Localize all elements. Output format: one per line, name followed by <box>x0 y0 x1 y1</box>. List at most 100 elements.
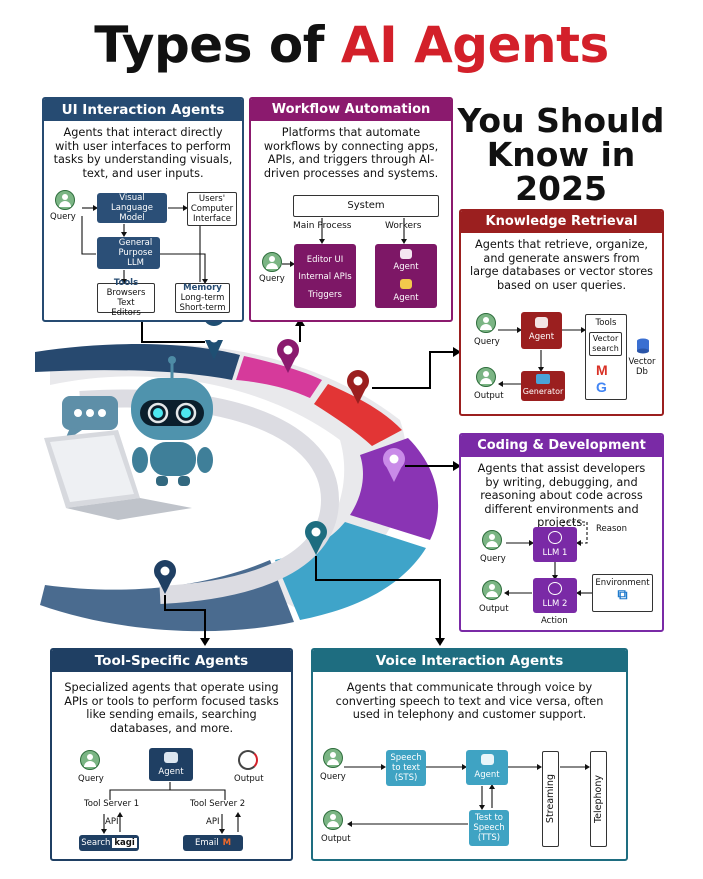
voice-output-user-icon <box>323 810 343 830</box>
coding-agents-desc: Agents that assist developers by writing… <box>477 462 646 529</box>
title-part-1: Types of <box>94 16 324 74</box>
arc-segment-knowledge <box>314 384 402 446</box>
coding-environment-label: Environment <box>595 578 650 588</box>
knowledge-agents-heading: Knowledge Retrieval Agents <box>461 211 662 251</box>
tool-server2-label: Tool Server 2 <box>190 799 246 809</box>
email-logo-icon: M <box>222 838 232 848</box>
tool-api1-label: API <box>105 817 119 827</box>
tool-email-label: Email <box>194 838 219 848</box>
ui-memory-items: Long-term Short-term <box>179 293 226 313</box>
coding-llm2-box: LLM 2 <box>533 578 577 613</box>
knowledge-query-user-icon <box>476 313 496 333</box>
knowledge-output-user-icon <box>476 367 496 387</box>
tool-output-label: Output <box>234 774 264 784</box>
tool-agents-desc: Specialized agents that operate using AP… <box>64 681 279 735</box>
knowledge-agent-box: Agent <box>521 312 562 349</box>
voice-tts-box: Test to Speech (TTS) <box>469 810 509 846</box>
voice-query-label: Query <box>320 772 346 782</box>
voice-agents-desc: Agents that communicate through voice by… <box>335 681 604 721</box>
coding-query-label: Query <box>480 554 506 564</box>
ui-memory-title: Memory <box>183 283 222 293</box>
coding-llm2-label: LLM 2 <box>542 599 568 609</box>
coding-environment-box: Environment ⧉ <box>592 574 653 612</box>
tool-agent-robot-icon <box>164 752 178 763</box>
gmail-icon: M <box>596 362 608 378</box>
coding-action-label: Action <box>541 616 568 626</box>
pin-knowledge-icon <box>347 370 369 404</box>
workflow-agent2-robot-icon <box>400 279 412 289</box>
knowledge-vector-search-box: Vector search <box>589 332 622 356</box>
coding-output-user-icon <box>482 580 502 600</box>
knowledge-query-label: Query <box>474 337 500 347</box>
ui-tools-box: Tools Browsers Text Editors <box>97 278 155 318</box>
page-title: Types of AI Agents <box>0 16 703 74</box>
knowledge-output-label: Output <box>474 391 504 401</box>
pin-workflow-icon <box>277 339 299 373</box>
coding-reason-label: Reason <box>596 524 627 534</box>
workflow-main-process-box: Editor UI Internal APIs Triggers <box>294 244 356 308</box>
ui-tools-title: Tools <box>113 278 139 288</box>
arc-segment-voice <box>275 522 426 620</box>
voice-streaming-label: Streaming <box>544 774 556 824</box>
arc-segment-workflow <box>236 356 322 398</box>
knowledge-agent-label: Agent <box>528 332 555 342</box>
pin-coding-icon <box>383 448 405 482</box>
tool-output-icon <box>238 750 258 770</box>
google-icon: G <box>596 379 607 395</box>
workflow-query-label: Query <box>259 274 285 284</box>
workflow-agent1: Agent <box>393 262 419 272</box>
laptop-icon <box>44 430 192 520</box>
workflow-query-user-icon <box>262 252 282 272</box>
voice-agent-robot-icon <box>481 754 494 765</box>
workflow-main-process-label: Main Process <box>293 221 352 231</box>
title-part-2: AI Agents <box>340 16 609 74</box>
ui-agents-desc: Agents that interact directly with user … <box>53 126 233 180</box>
voice-agent-label: Agent <box>474 770 500 780</box>
ui-query-user-icon <box>55 190 75 210</box>
tool-agent-label: Agent <box>158 767 184 777</box>
tool-search-box: Search kagi <box>79 835 139 851</box>
knowledge-tools-box: Tools <box>585 314 627 400</box>
tool-email-box: Email M <box>183 835 243 851</box>
robot-icon <box>131 356 213 486</box>
workflow-system-box: System <box>293 195 439 217</box>
tool-agents-heading: Tool-Specific Agents <box>52 650 291 672</box>
workflow-editor-ui: Editor UI <box>306 255 344 265</box>
tool-agent-box: Agent <box>149 748 193 781</box>
knowledge-agent-robot-icon <box>535 317 548 328</box>
generator-icon <box>536 374 550 384</box>
tool-query-user-icon <box>80 750 100 770</box>
ui-query-label: Query <box>50 212 76 222</box>
arc-segment-coding <box>350 438 439 540</box>
knowledge-agents-desc: Agents that retrieve, organize, and gene… <box>469 238 654 292</box>
workflow-agent2: Agent <box>393 293 419 303</box>
knowledge-generator-label: Generator <box>522 387 564 396</box>
voice-query-user-icon <box>323 748 343 768</box>
workflow-triggers: Triggers <box>308 290 342 300</box>
coding-llm2-brain-icon <box>548 582 562 595</box>
voice-agents-heading: Voice Interaction Agents <box>313 650 626 672</box>
tool-api2-label: API <box>206 817 220 827</box>
coding-llm1-label: LLM 1 <box>542 548 568 558</box>
ui-tools-items: Browsers Text Editors <box>106 288 146 318</box>
ui-agents-heading: UI Interaction Agents <box>44 99 242 121</box>
tool-search-label: Search <box>81 838 111 848</box>
workflow-agents-heading: Workflow Automation Agents <box>251 99 451 139</box>
page-subtitle: You Should Know in 2025 <box>457 101 665 208</box>
voice-telephony-box: Telephony <box>590 751 607 847</box>
coding-agents-heading: Coding & Development Agents <box>461 435 662 475</box>
coding-query-user-icon <box>482 530 502 550</box>
workflow-agent1-robot-icon <box>400 249 412 259</box>
voice-agent-box: Agent <box>466 750 508 785</box>
voice-telephony-label: Telephony <box>592 774 604 824</box>
ui-vlm-box: Visual Language Model <box>97 193 167 223</box>
tool-server1-label: Tool Server 1 <box>84 799 140 809</box>
arc-segment-ui <box>35 344 240 380</box>
pin-tool-icon <box>154 560 176 594</box>
knowledge-tools-title: Tools <box>595 318 617 328</box>
